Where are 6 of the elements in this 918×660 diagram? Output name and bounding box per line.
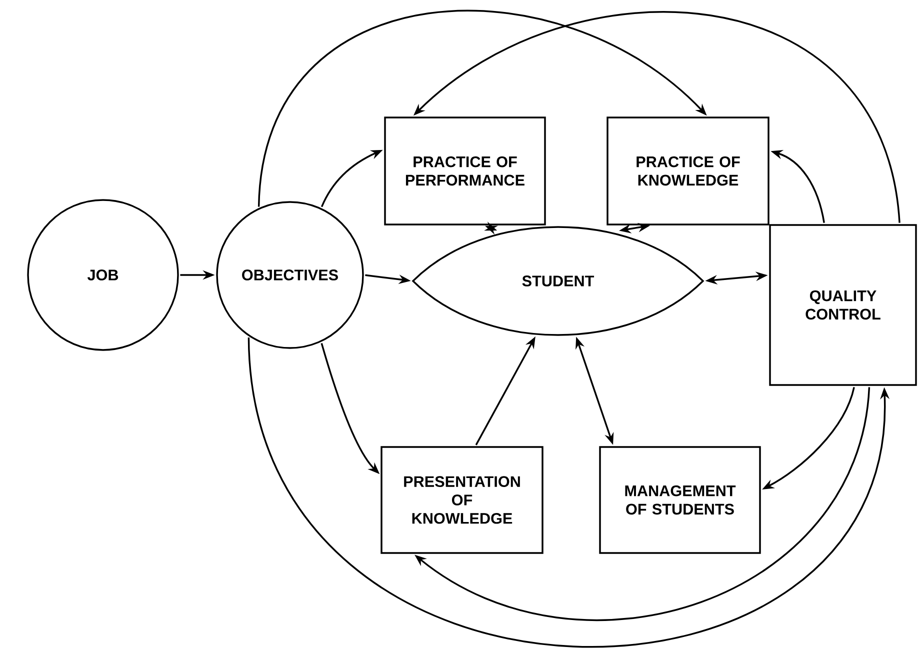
process-box: PRACTICE OF KNOWLEDGE [606,116,770,226]
process-box: PRACTICE OF PERFORMANCE [384,116,546,226]
process-box: QUALITY CONTROL [769,224,917,386]
process-box: PRESENTATION OF KNOWLEDGE [380,446,544,554]
process-box: MANAGEMENT OF STUDENTS [599,446,761,554]
student-lens: STUDENT [412,226,704,336]
